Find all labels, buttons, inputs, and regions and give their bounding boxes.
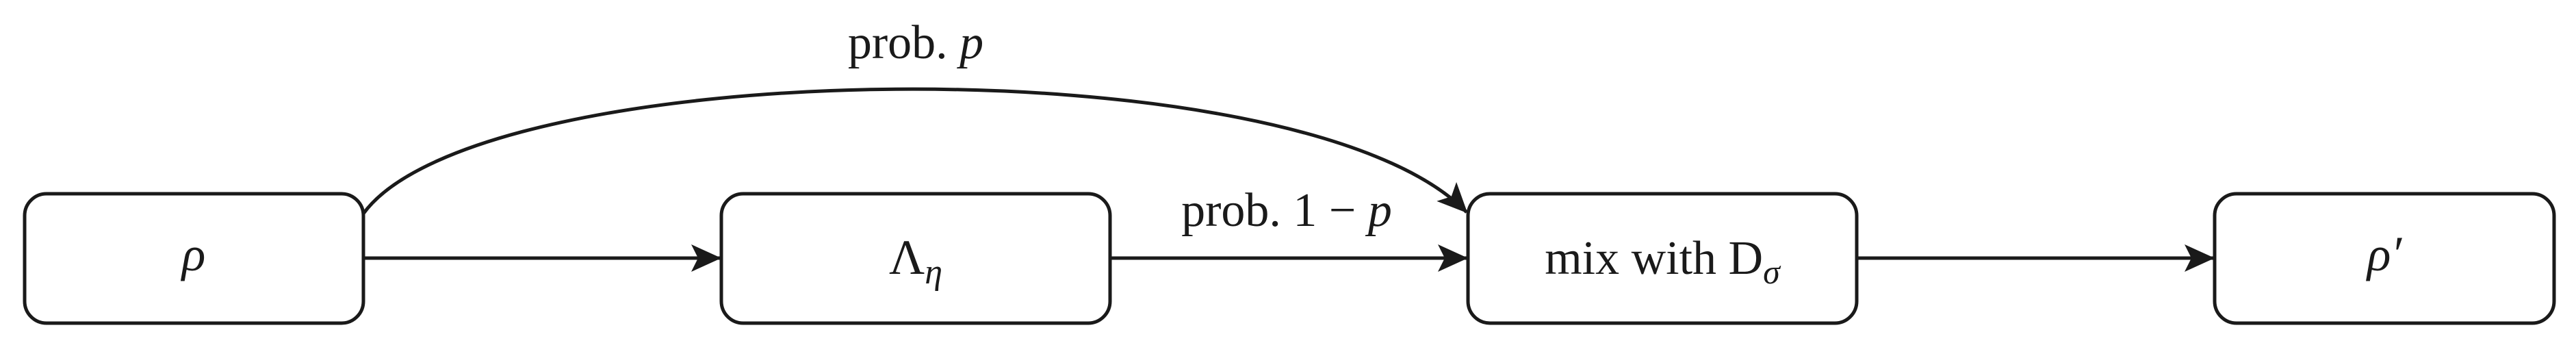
node-lambda-eta[interactable]: Λη — [719, 192, 1112, 325]
edge-label-prob-p: prob. p — [848, 16, 983, 69]
node-rho[interactable]: ρ — [23, 192, 365, 325]
edge-label-prob-1-minus-p: prob. 1 − p — [1181, 184, 1392, 237]
node-mix-label: mix with Dσ — [1545, 232, 1781, 291]
node-mix[interactable]: mix with Dσ — [1466, 192, 1859, 325]
node-rho-label: ρ — [181, 227, 206, 281]
node-rho-prime[interactable]: ρ′ — [2213, 192, 2556, 325]
node-rho-prime-label: ρ′ — [2366, 227, 2403, 281]
node-lambda-label: Λη — [889, 230, 942, 292]
edge-rho-to-mix-curved — [361, 87, 1468, 215]
